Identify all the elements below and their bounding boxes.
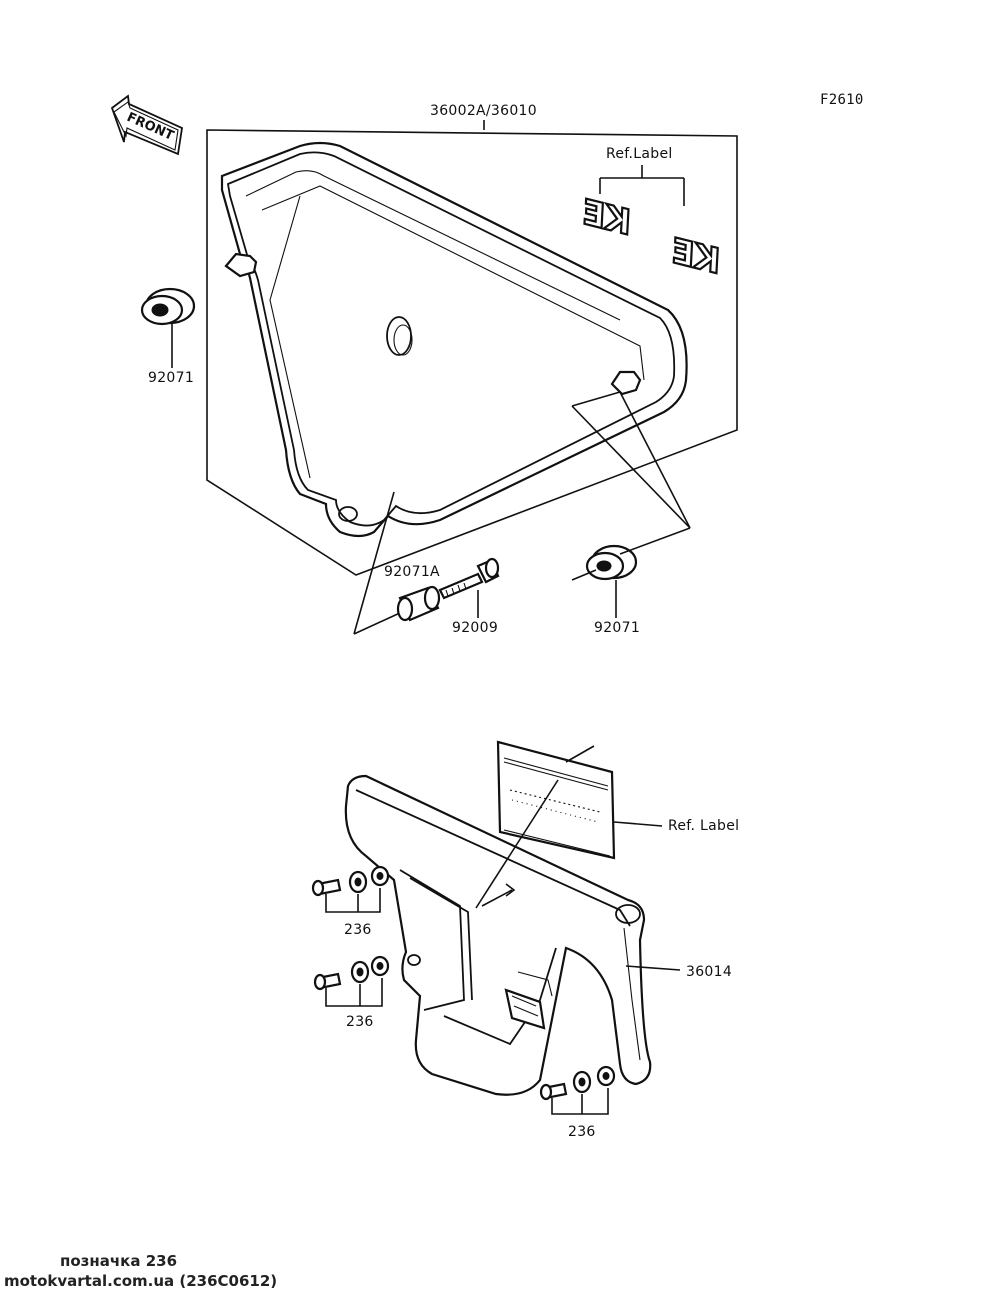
grommet-right-label: 92071 xyxy=(594,620,641,636)
bolt-set-3-label: 236 xyxy=(568,1124,596,1140)
footer-line-1: позначка 236 xyxy=(60,1252,178,1270)
bolt-set-2 xyxy=(313,955,390,1007)
lower-side-cover xyxy=(344,774,681,1096)
figure-code: F2610 xyxy=(820,92,864,108)
svg-text:KE: KE xyxy=(667,231,725,282)
upper-side-cover xyxy=(220,141,688,538)
decal-graphic: KE KE xyxy=(576,191,725,283)
collar-label: 92071A xyxy=(384,564,440,580)
upper-ref-label-bracket xyxy=(599,165,685,206)
bolt-92009 xyxy=(438,557,500,618)
upper-ref-label: Ref.Label xyxy=(606,146,673,162)
collar-92071a xyxy=(396,585,441,622)
grommet-left xyxy=(140,287,196,368)
upper-cover-part-number: 36002A/36010 xyxy=(430,103,537,119)
lower-cover-part-number: 36014 xyxy=(686,964,733,980)
grommet-right xyxy=(571,544,638,618)
bolt-set-3 xyxy=(539,1065,616,1115)
front-arrow-icon xyxy=(110,94,183,156)
bolt-set-1 xyxy=(311,865,390,913)
lower-ref-label: Ref. Label xyxy=(668,818,740,834)
upper-leader-lines xyxy=(353,391,691,635)
bolt-set-1-label: 236 xyxy=(344,922,372,938)
svg-text:KE: KE xyxy=(578,193,636,244)
grommet-left-label: 92071 xyxy=(148,370,195,386)
footer-line-2: motokvartal.com.ua (236C0612) xyxy=(4,1272,278,1290)
sticker-label xyxy=(496,740,663,860)
bolt-label: 92009 xyxy=(452,620,499,636)
upper-cover-bracket xyxy=(206,120,738,576)
bolt-set-2-label: 236 xyxy=(346,1014,374,1030)
